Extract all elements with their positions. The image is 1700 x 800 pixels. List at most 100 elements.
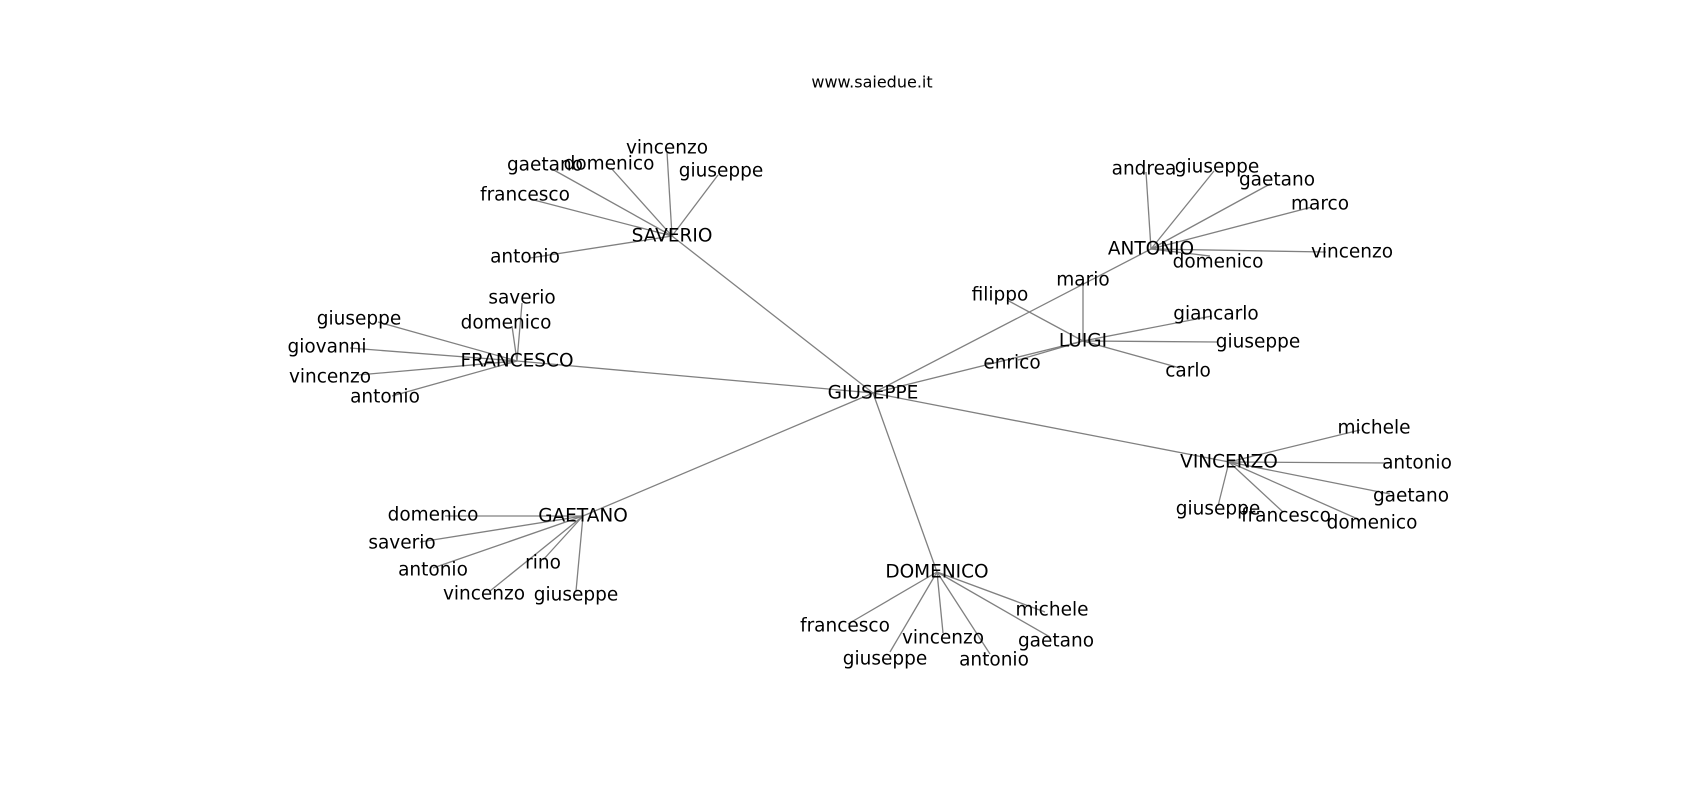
edge-root-to-hub (872, 248, 1152, 394)
edge-hub-to-child (1228, 461, 1361, 521)
child-node-label: gaetano (1373, 486, 1449, 507)
child-node-label: giuseppe (843, 649, 928, 670)
site-title: www.saiedue.it (811, 73, 932, 92)
child-node-label: domenico (461, 313, 552, 334)
edge-hub-to-child (542, 515, 584, 561)
hub-node-label: GAETANO (538, 506, 628, 527)
child-node-label: domenico (1327, 513, 1418, 534)
edge-hub-to-child (1082, 340, 1181, 369)
edge-hub-to-child (1145, 171, 1152, 250)
child-node-label: vincenzo (902, 628, 984, 649)
child-node-label: gaetano (1018, 631, 1094, 652)
child-node-label: antonio (350, 387, 420, 408)
edge-root-to-hub (671, 235, 874, 394)
edge-hub-to-child (666, 151, 673, 237)
edge-hub-to-child (1228, 461, 1391, 464)
child-node-label: giuseppe (679, 161, 764, 182)
child-node-label: francesco (480, 185, 570, 206)
child-node-label: mario (1056, 270, 1109, 291)
child-node-label: antonio (490, 247, 560, 268)
edge-hub-to-child (936, 571, 1051, 638)
hub-node-label: VINCENZO (1180, 452, 1278, 473)
child-node-label: domenico (564, 154, 655, 175)
edge-hub-to-child (529, 198, 673, 237)
hub-node-label: FRANCESCO (460, 351, 573, 372)
edge-hub-to-child (1017, 340, 1084, 361)
child-node-label: andrea (1112, 159, 1177, 180)
edge-layer (349, 151, 1391, 655)
root-node-label: GIUSEPPE (828, 383, 919, 404)
child-node-label: saverio (488, 288, 555, 309)
child-node-label: saverio (368, 533, 435, 554)
child-node-label: vincenzo (626, 138, 708, 159)
child-node-label: filippo (972, 285, 1029, 306)
edge-hub-to-child (1228, 461, 1391, 495)
child-node-label: francesco (1241, 506, 1331, 527)
edge-hub-to-child (529, 235, 673, 259)
child-node-label: giuseppe (534, 585, 619, 606)
child-node-label: gaetano (1239, 170, 1315, 191)
edge-hub-to-child (1228, 461, 1284, 513)
edge-hub-to-child (1217, 461, 1230, 507)
child-node-label: vincenzo (443, 584, 525, 605)
edge-hub-to-child (551, 168, 673, 237)
child-node-label: michele (1016, 600, 1089, 621)
edge-hub-to-child (936, 571, 991, 655)
edge-root-to-hub (872, 392, 1230, 463)
child-node-label: francesco (800, 616, 890, 637)
edge-root-to-hub (516, 360, 874, 394)
edge-hub-to-child (847, 571, 938, 625)
edge-hub-to-child (1082, 340, 1219, 343)
edge-hub-to-child (511, 325, 518, 362)
child-node-label: enrico (983, 353, 1040, 374)
edge-hub-to-child (432, 515, 584, 569)
edge-hub-to-child (1150, 248, 1211, 257)
child-node-label: carlo (1165, 361, 1211, 382)
edge-root-to-hub (582, 392, 874, 517)
child-node-label: vincenzo (289, 367, 371, 388)
edge-hub-to-child (391, 360, 518, 397)
child-node-label: giuseppe (1176, 499, 1261, 520)
child-node-label: giuseppe (1216, 332, 1301, 353)
edge-root-to-hub (872, 340, 1084, 394)
child-node-label: antonio (398, 560, 468, 581)
child-node-label: domenico (1173, 252, 1264, 273)
edge-hub-to-child (489, 515, 584, 592)
child-node-label: rino (525, 553, 561, 574)
edge-hub-to-child (610, 167, 673, 237)
child-node-label: giuseppe (317, 309, 402, 330)
edge-hub-to-child (889, 571, 938, 653)
edge-hub-to-child (516, 302, 523, 362)
edge-hub-to-child (1006, 299, 1084, 342)
edge-hub-to-child (377, 321, 518, 362)
edge-hub-to-child (671, 174, 719, 237)
edge-hub-to-child (419, 515, 584, 543)
hub-node-label: SAVERIO (632, 226, 713, 247)
edge-hub-to-child (575, 515, 584, 592)
child-node-label: domenico (388, 505, 479, 526)
edge-hub-to-child (349, 347, 518, 362)
child-node-label: vincenzo (1311, 242, 1393, 263)
child-node-label: gaetano (507, 155, 583, 176)
child-node-label: giancarlo (1173, 304, 1259, 325)
edge-hub-to-child (1150, 183, 1271, 250)
edge-hub-to-child (1082, 315, 1213, 342)
hub-node-label: LUIGI (1059, 331, 1107, 352)
child-node-label: giovanni (287, 337, 366, 358)
edge-hub-to-child (936, 571, 1046, 613)
edge-hub-to-child (1150, 206, 1313, 250)
child-node-label: antonio (1382, 453, 1452, 474)
hub-node-label: ANTONIO (1108, 239, 1194, 260)
edge-hub-to-child (936, 571, 944, 634)
child-node-label: antonio (959, 650, 1029, 671)
edge-hub-to-child (1150, 248, 1327, 253)
edge-root-to-hub (872, 392, 938, 573)
edge-hub-to-child (1150, 170, 1215, 250)
child-node-label: marco (1291, 194, 1349, 215)
edge-hub-to-child (357, 360, 518, 376)
edge-hub-to-child (1228, 429, 1361, 463)
child-node-label: michele (1338, 418, 1411, 439)
hub-node-label: DOMENICO (885, 562, 988, 583)
